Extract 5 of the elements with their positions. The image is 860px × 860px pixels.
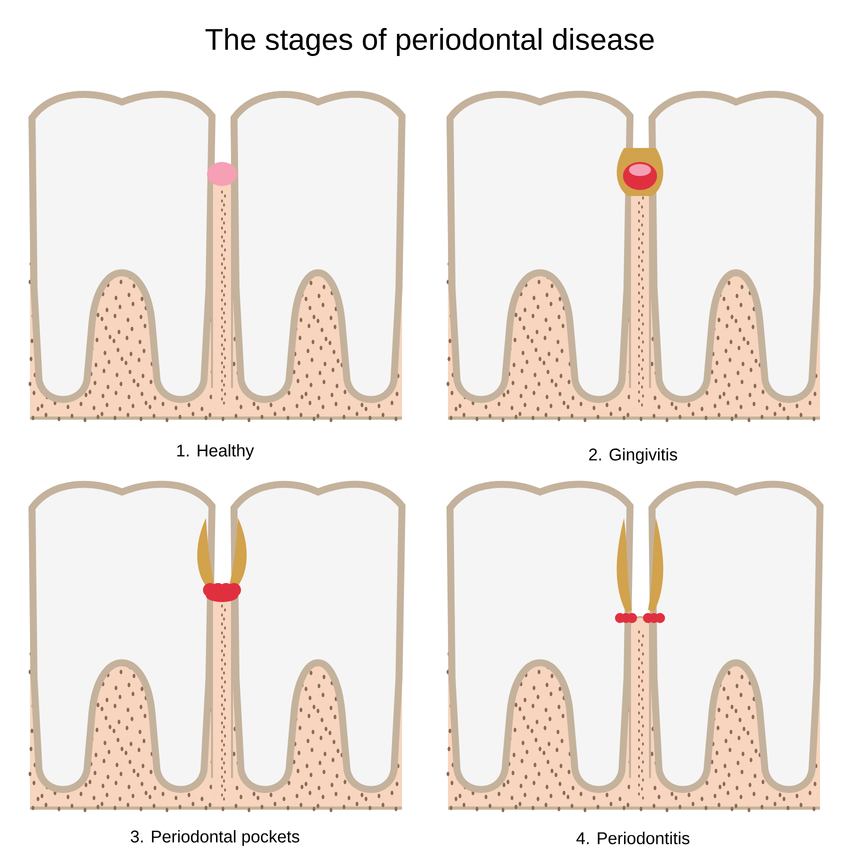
caption: 3. Periodontal pockets	[130, 830, 300, 846]
caption: 1. Healthy	[177, 444, 254, 460]
caption: 2. Gingivitis	[589, 448, 678, 464]
title: The stages of periodontal disease	[206, 28, 654, 56]
caption: 4. Periodontitis	[576, 832, 690, 844]
